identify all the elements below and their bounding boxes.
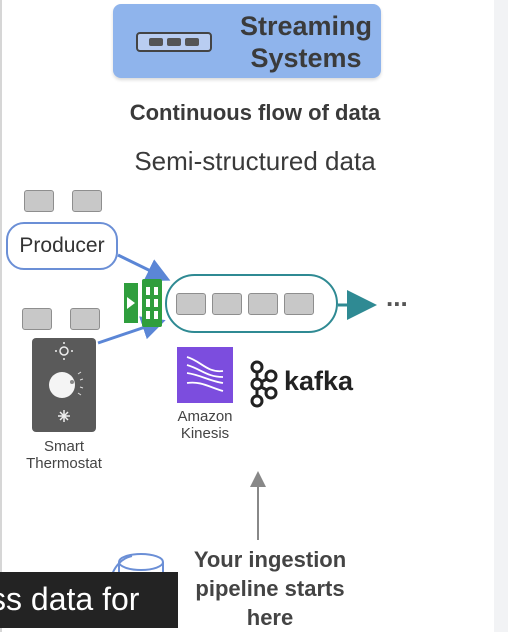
data-cell	[22, 308, 52, 330]
video-subtitle-overlay: ss data for	[0, 572, 178, 628]
right-scroll-strip	[494, 0, 508, 632]
data-cell	[70, 308, 100, 330]
stream-icon	[136, 32, 212, 52]
kafka-label: kafka	[284, 366, 354, 396]
kinesis-caption: Amazon Kinesis	[158, 408, 252, 442]
ingestion-line-2: pipeline starts	[195, 576, 345, 601]
stream-cell	[176, 293, 206, 315]
kafka-logo-icon	[250, 360, 278, 408]
stream-cell	[248, 293, 278, 315]
kinesis-line-2: Kinesis	[180, 425, 230, 442]
thermostat-icon	[49, 342, 84, 422]
title-text: Streaming Systems	[226, 10, 386, 74]
ingest-gateway-icon	[124, 279, 162, 327]
title-line-1: Streaming	[239, 11, 373, 41]
ingestion-line-3: here	[246, 605, 294, 630]
amazon-kinesis-logo	[177, 347, 233, 403]
thermostat-device	[32, 338, 96, 432]
thermostat-caption: Smart Thermostat	[8, 438, 120, 472]
ellipsis: ...	[386, 282, 408, 312]
ingestion-line-1: Your ingestion	[193, 547, 347, 572]
ingestion-label: Your ingestion pipeline starts here	[174, 545, 366, 632]
producer-box: Producer	[6, 222, 118, 270]
title-line-2: Systems	[250, 43, 362, 73]
left-edge-divider	[0, 0, 2, 632]
kinesis-line-1: Amazon	[177, 408, 233, 425]
thermostat-line-1: Smart	[43, 438, 84, 455]
subheadline: Semi-structured data	[134, 146, 376, 176]
thermostat-line-2: Thermostat	[26, 455, 102, 472]
headline: Continuous flow of data	[129, 100, 381, 125]
stream-cell	[212, 293, 242, 315]
data-cell	[72, 190, 102, 212]
data-cell	[24, 190, 54, 212]
stream-cell	[284, 293, 314, 315]
subtitle-text: ss data for	[0, 581, 140, 617]
